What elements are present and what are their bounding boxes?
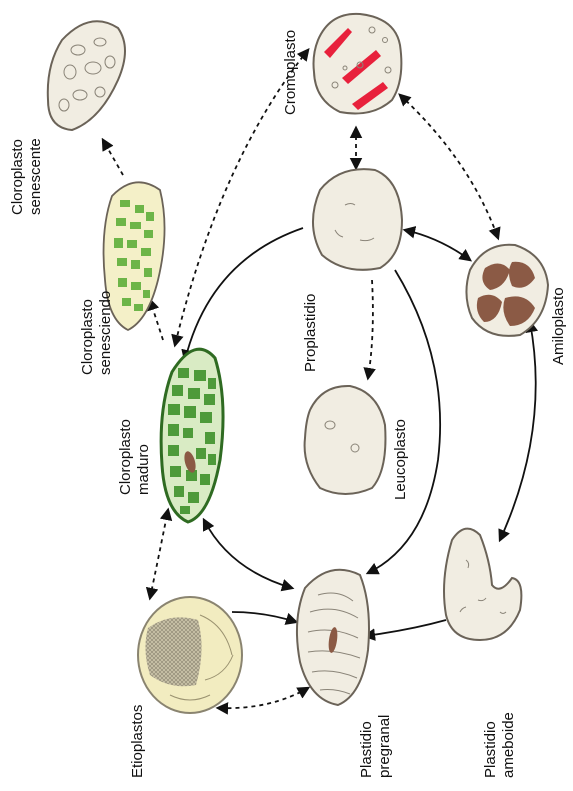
label-leucoplasto: Leucoplasto xyxy=(392,419,409,500)
label-cloroplasto-maduro-2: maduro xyxy=(135,444,152,495)
label-amiloplasto: Amiloplasto xyxy=(550,287,567,365)
arrow-cromoplasto-amiloplasto xyxy=(400,95,498,238)
cloroplasto-maduro-shape xyxy=(161,349,223,522)
label-cloroplasto-senesciendo-1: Cloroplasto xyxy=(79,299,96,375)
arrow-pregranal-maduro xyxy=(204,520,292,588)
cloroplasto-senescente-shape xyxy=(48,21,125,130)
label-plastidio-ameboide-2: ameboide xyxy=(500,712,517,778)
plastidio-ameboide-shape xyxy=(444,529,521,640)
arrow-etioplasto-maduro xyxy=(150,510,168,598)
label-cromoplasto: Cromoplasto xyxy=(282,30,299,115)
leucoplasto-shape xyxy=(305,386,386,494)
label-cloroplasto-senesciendo-2: senesciendo xyxy=(97,291,114,375)
label-plastidio-ameboide-1: Plastidio xyxy=(482,721,499,778)
label-cloroplasto-senescente-2: senescente xyxy=(27,138,44,215)
arrow-proplastidio-leucoplasto xyxy=(368,280,373,378)
label-proplastidio: Proplastidio xyxy=(302,294,319,372)
amiloplasto-shape xyxy=(466,245,548,336)
labels: Cromoplasto Cloroplasto senescente Cloro… xyxy=(9,30,567,778)
arrow-maduro-to-senesciendo xyxy=(150,300,163,340)
label-cloroplasto-maduro-1: Cloroplasto xyxy=(117,419,134,495)
etioplasto-shape xyxy=(138,597,242,713)
arrow-proplastidio-amiloplasto xyxy=(405,230,470,260)
label-cloroplasto-senescente-1: Cloroplasto xyxy=(9,139,26,215)
arrow-senesciendo-to-senescente xyxy=(103,140,123,175)
label-etioplastos: Etioplastos xyxy=(129,705,146,778)
arrow-etioplasto-pregranal xyxy=(232,612,296,622)
arrow-ameboide-pregranal xyxy=(365,620,446,636)
label-plastidio-pregranal-2: pregranal xyxy=(376,715,393,778)
cromoplasto-shape xyxy=(314,14,402,114)
label-plastidio-pregranal-1: Plastidio xyxy=(358,721,375,778)
proplastidio-shape xyxy=(313,169,402,270)
arrow-amiloplasto-ameboide xyxy=(500,322,536,540)
plastidio-pregranal-shape xyxy=(297,570,369,705)
